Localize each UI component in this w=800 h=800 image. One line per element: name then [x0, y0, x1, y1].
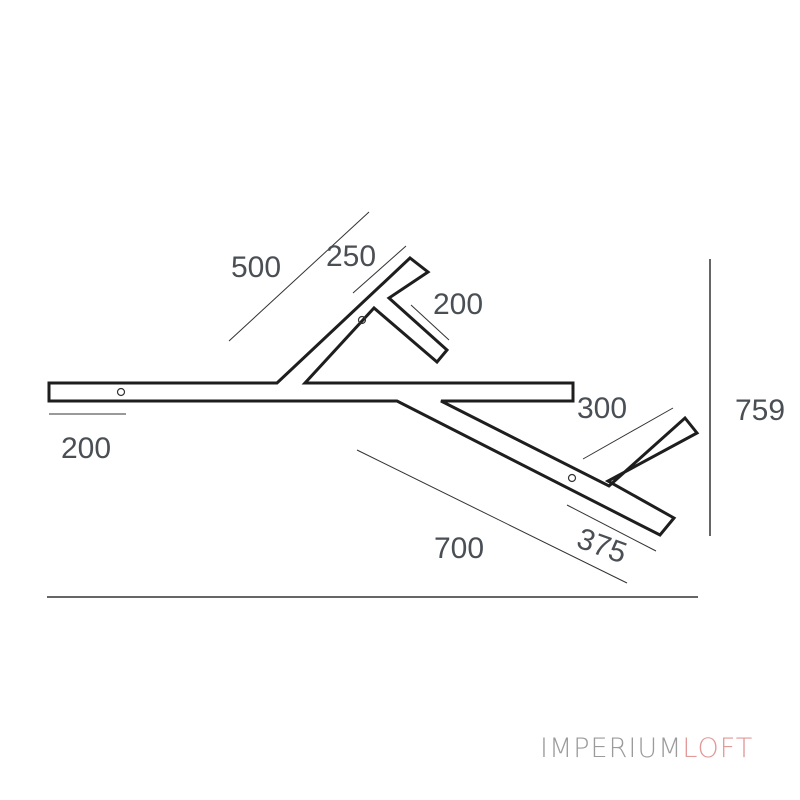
dim-line-250	[352, 245, 407, 294]
branch-shape	[47, 256, 700, 537]
label-375: 375	[573, 522, 631, 570]
dim-line-200-branch	[410, 304, 450, 341]
mounting-hole	[116, 387, 126, 397]
dim-line-375	[566, 504, 657, 552]
dim-line-700	[356, 449, 628, 584]
shelf-outline	[47, 256, 700, 537]
mounting-hole	[357, 315, 367, 325]
brand-name-part1: IMPERIUM	[540, 733, 683, 764]
brand-logo: IMPERIUMLOFT	[540, 733, 753, 764]
dim-line-300	[582, 407, 674, 460]
label-200-left: 200	[61, 432, 111, 465]
label-500: 500	[231, 251, 281, 284]
dim-line-500	[228, 211, 370, 342]
label-700: 700	[434, 532, 484, 565]
label-759: 759	[735, 394, 785, 427]
dimension-lines	[47, 211, 711, 598]
brand-name-part2: LOFT	[682, 733, 754, 764]
label-300: 300	[577, 392, 627, 425]
label-250: 250	[326, 240, 376, 273]
label-200-branch: 200	[433, 288, 483, 321]
mounting-hole	[567, 473, 577, 483]
